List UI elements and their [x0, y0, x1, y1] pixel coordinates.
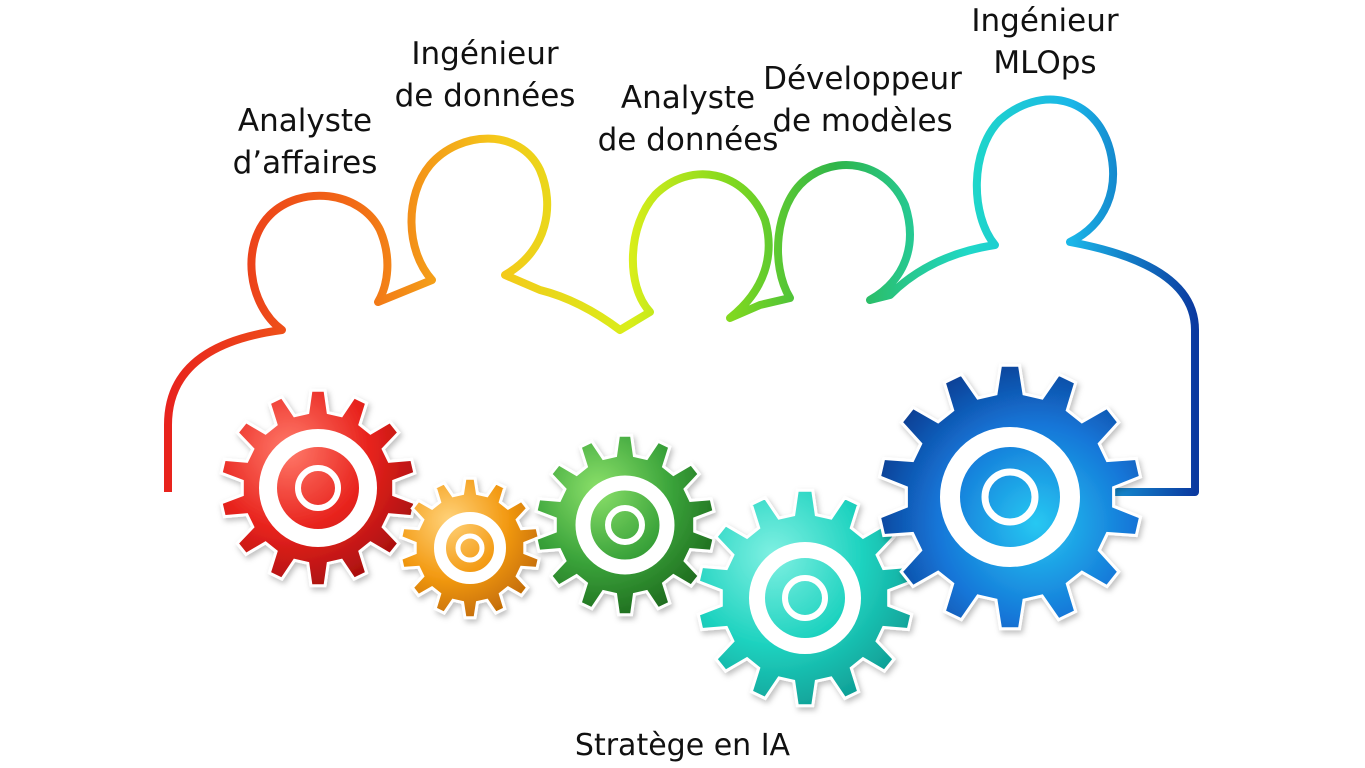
- role-line1: Ingénieur: [971, 3, 1119, 39]
- role-label-mlops-engineer: Ingénieur MLOps: [945, 0, 1145, 84]
- role-line2: MLOps: [993, 45, 1097, 81]
- gear-red-icon: [219, 388, 417, 588]
- role-line2: de modèles: [772, 103, 953, 139]
- role-line2: d’affaires: [232, 145, 378, 181]
- gear-teal-icon: [696, 488, 914, 708]
- gear-green-icon: [534, 433, 716, 617]
- gear-blue-icon: [877, 363, 1143, 631]
- role-line2: de données: [597, 122, 779, 158]
- role-label-model-developer: Développeur de modèles: [755, 58, 970, 142]
- role-line1: Développeur: [763, 61, 962, 97]
- role-label-business-analyst: Analyste d’affaires: [205, 100, 405, 184]
- role-label-data-analyst: Analyste de données: [588, 77, 788, 161]
- role-line1: Analyste: [620, 80, 756, 116]
- gear-orange-icon: [399, 476, 541, 620]
- role-line1: Ingénieur: [411, 36, 559, 72]
- role-label-data-engineer: Ingénieur de données: [385, 33, 585, 117]
- team-outline: [164, 95, 1199, 496]
- center-title: Stratège en IA: [574, 728, 791, 763]
- role-line1: Analyste: [237, 103, 373, 139]
- role-line2: de données: [394, 78, 576, 114]
